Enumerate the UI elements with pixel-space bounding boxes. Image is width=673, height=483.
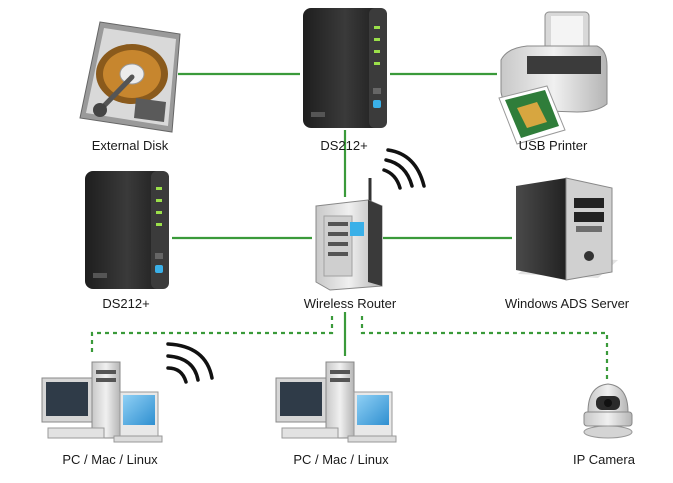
label-ip-camera: IP Camera [573, 452, 635, 467]
label-ds212-top: DS212+ [320, 138, 368, 153]
ds212-top-nas-icon [303, 8, 387, 128]
label-external-disk: External Disk [91, 138, 169, 153]
ip-camera-icon [583, 383, 633, 439]
link-router-pc-left [90, 316, 334, 356]
link-router-camera [360, 316, 609, 380]
usb-printer-icon [498, 11, 608, 145]
windows-ads-server-icon [516, 177, 618, 281]
label-wireless-router: Wireless Router [303, 296, 397, 311]
external-disk-icon [79, 21, 181, 133]
label-pc-center: PC / Mac / Linux [293, 452, 389, 467]
wifi-waves-pc-icon [166, 342, 214, 384]
label-usb-printer: USB Printer [518, 138, 588, 153]
connection-lines [90, 72, 609, 380]
label-windows-ads-server: Windows ADS Server [504, 296, 630, 311]
pc-center-icon [275, 361, 397, 443]
wireless-router-icon [315, 178, 383, 291]
label-pc-left: PC / Mac / Linux [62, 452, 158, 467]
pc-left-icon [41, 361, 163, 443]
wifi-waves-router-icon [382, 148, 426, 190]
ds212-left-nas-icon [85, 171, 169, 289]
label-ds212-left: DS212+ [102, 296, 150, 311]
